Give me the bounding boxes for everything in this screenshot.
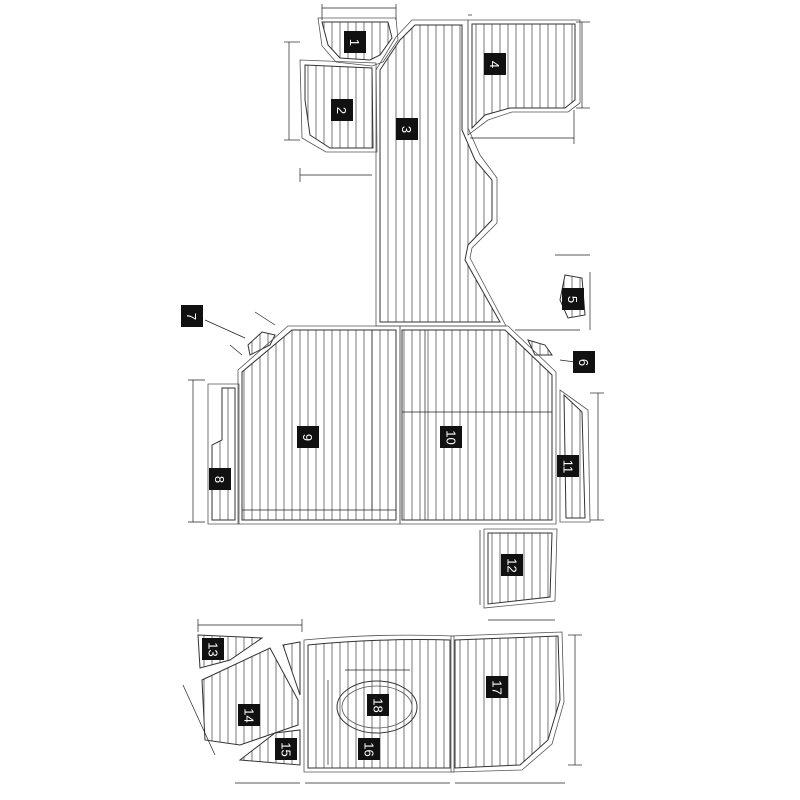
pad-10 bbox=[401, 329, 553, 521]
piece-label-5: 5 bbox=[562, 288, 584, 310]
pad-6 bbox=[527, 339, 553, 356]
piece-label-4: 4 bbox=[484, 53, 506, 75]
pad-14b bbox=[282, 641, 301, 696]
pad-9 bbox=[241, 329, 397, 521]
piece-label-17: 17 bbox=[486, 676, 508, 698]
piece-label-10: 10 bbox=[440, 426, 462, 448]
piece-label-6: 6 bbox=[573, 351, 595, 373]
pad-8 bbox=[211, 387, 236, 521]
piece-label-7: 7 bbox=[181, 305, 203, 327]
piece-label-13: 13 bbox=[202, 638, 224, 660]
piece-label-2: 2 bbox=[331, 99, 353, 121]
dimension-lines bbox=[182, 4, 604, 784]
piece-label-11: 11 bbox=[557, 455, 579, 477]
piece-label-12: 12 bbox=[501, 554, 523, 576]
piece-label-15: 15 bbox=[275, 738, 297, 760]
piece-label-9: 9 bbox=[297, 426, 319, 448]
pad-14 bbox=[201, 647, 299, 746]
pad-4 bbox=[471, 23, 576, 130]
piece-label-1: 1 bbox=[344, 31, 366, 53]
piece-label-14: 14 bbox=[238, 704, 260, 726]
pad-3 bbox=[379, 24, 501, 323]
piece-label-18: 18 bbox=[367, 694, 389, 716]
piece-label-16: 16 bbox=[358, 738, 380, 760]
piece-label-3: 3 bbox=[396, 118, 418, 140]
pad-17 bbox=[454, 635, 561, 769]
piece-label-8: 8 bbox=[209, 468, 231, 490]
